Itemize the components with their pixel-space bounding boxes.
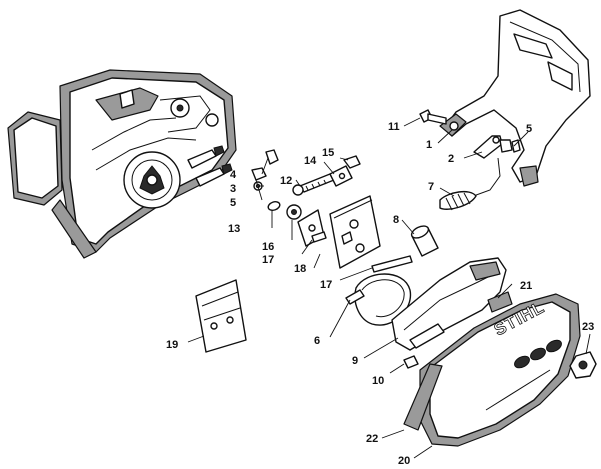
hand-guard-bolt: [419, 109, 447, 125]
o-ring: [267, 201, 281, 211]
chain-adjusting-screw: [292, 173, 335, 196]
callout-11: 11: [388, 121, 400, 133]
callout-10: 10: [372, 375, 384, 387]
cover-strip: [403, 363, 443, 431]
callout-labels: 1 2 3 4 5 5 6 7 8 9 10 11 12 13 14 15 16…: [166, 121, 594, 467]
callout-3: 3: [230, 183, 236, 195]
callout-20: 20: [398, 455, 410, 467]
callout-2: 2: [448, 153, 454, 165]
chain-brake-housing: [391, 257, 507, 351]
cover-vent: [514, 339, 562, 369]
hand-guard: [439, 9, 591, 187]
callout-22: 22: [366, 433, 378, 445]
callout-5-left: 5: [230, 197, 236, 209]
housing-screw: [403, 355, 419, 369]
guard-pin: [511, 139, 521, 153]
callout-5-right: 5: [526, 123, 532, 135]
callout-14: 14: [304, 155, 317, 167]
callout-18: 18: [294, 263, 306, 275]
washer-stack: [251, 149, 279, 191]
guide-strip: [371, 255, 413, 273]
engine-housing: [7, 69, 237, 259]
callout-21: 21: [520, 280, 532, 292]
guide-plate: [329, 195, 381, 269]
side-plate: [195, 279, 247, 353]
callout-6: 6: [314, 335, 320, 347]
leader-lines: [187, 117, 591, 459]
adjuster-nut: [343, 155, 361, 169]
callout-8: 8: [393, 214, 399, 226]
callout-4: 4: [230, 169, 237, 181]
adjuster-pin: [311, 231, 327, 243]
brake-spring-sleeve: [410, 225, 439, 257]
callout-7: 7: [428, 181, 434, 193]
callout-12: 12: [280, 175, 292, 187]
adjuster-plate: [329, 165, 353, 187]
brake-spring: [439, 157, 501, 211]
callout-15: 15: [322, 147, 334, 159]
cover-nut: [569, 351, 597, 379]
callout-13: 13: [228, 223, 240, 235]
callout-9: 9: [352, 355, 358, 367]
callout-17-lower: 17: [320, 279, 332, 291]
callout-1: 1: [426, 139, 432, 151]
callout-17-upper: 17: [262, 254, 274, 266]
callout-16: 16: [262, 241, 274, 253]
guard-lever: [473, 135, 513, 159]
callout-19: 19: [166, 339, 178, 351]
callout-23: 23: [582, 321, 594, 333]
brake-band: [345, 273, 412, 326]
